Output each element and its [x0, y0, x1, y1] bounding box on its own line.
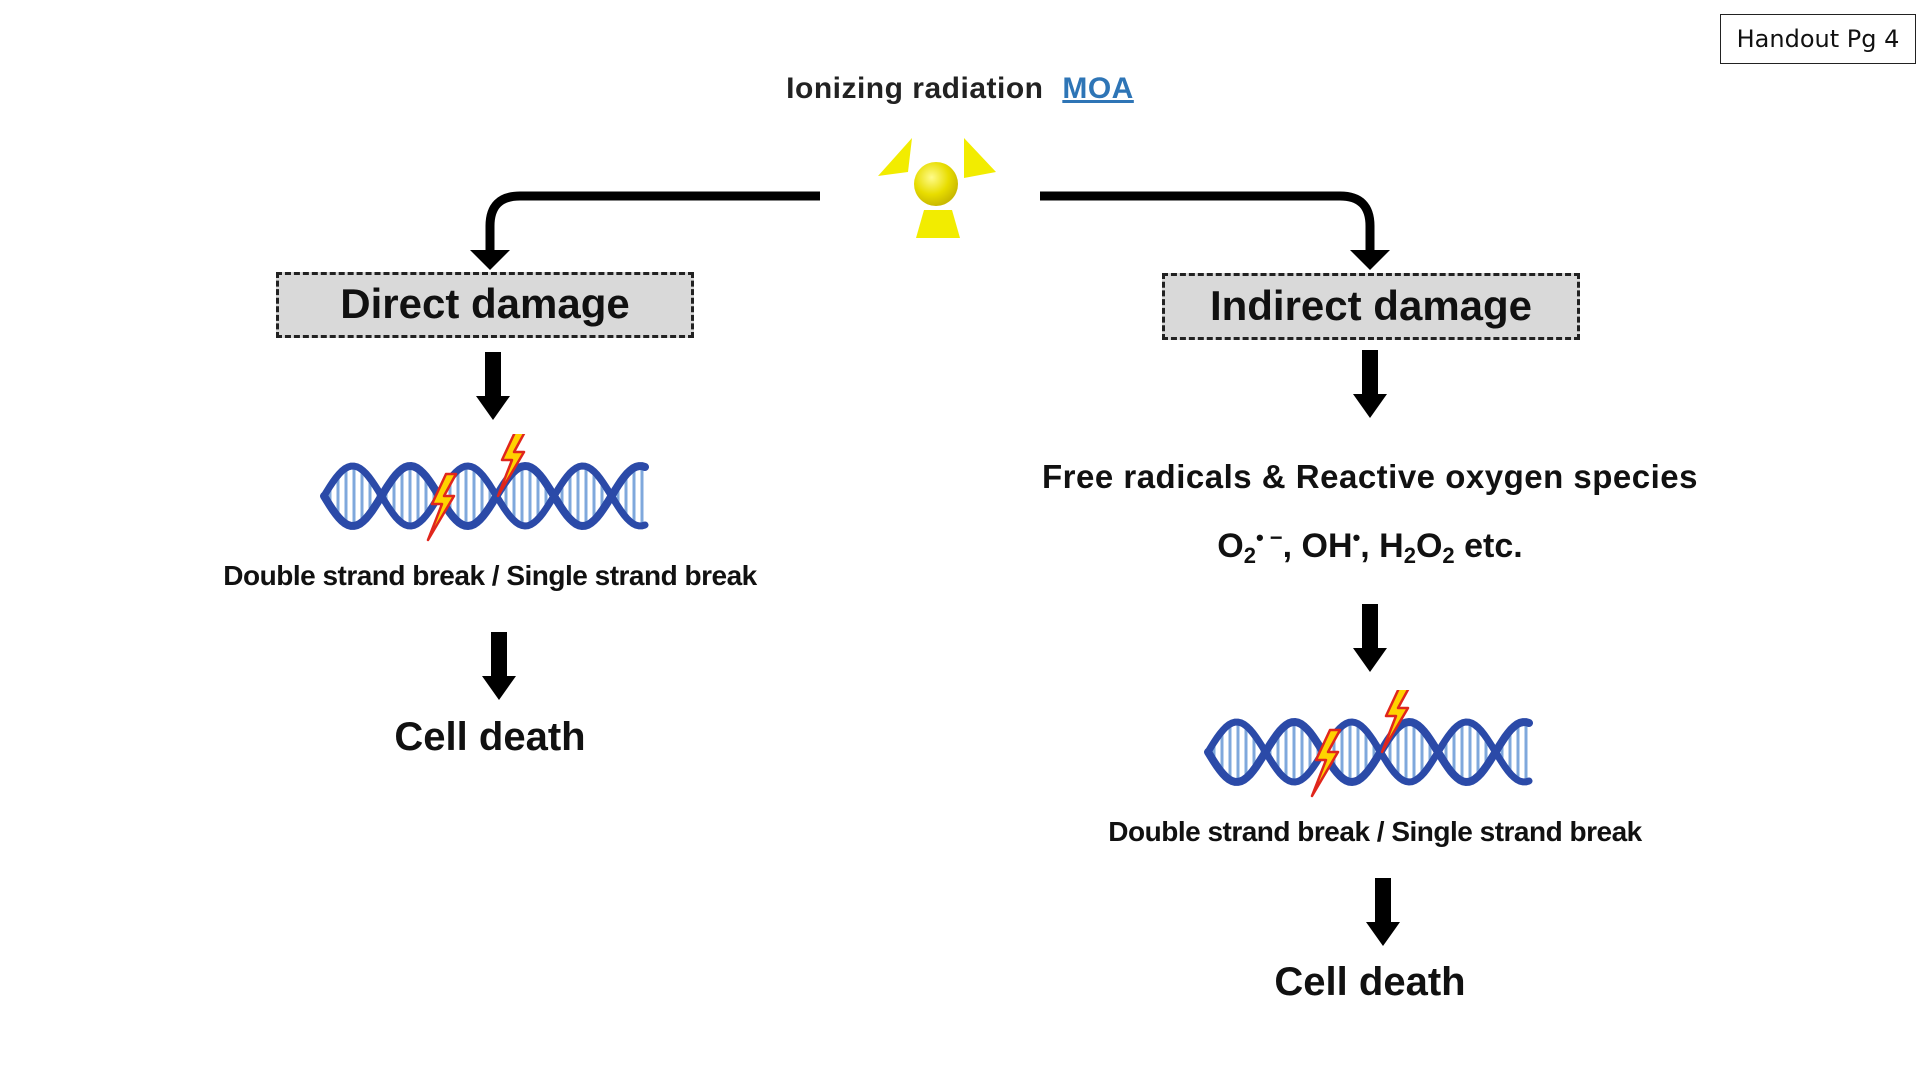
handout-page-label: Handout Pg 4 [1720, 14, 1916, 64]
right-branch-arrowhead [1350, 250, 1390, 270]
cell-death-left: Cell death [394, 715, 586, 759]
lightning-bolt-icon [1380, 690, 1410, 754]
right-branch-line [1040, 191, 1375, 254]
radiation-icon [878, 138, 996, 238]
lightning-bolt-icon [1310, 728, 1342, 798]
down-arrow-right-3 [1366, 878, 1400, 946]
species-o: O [1217, 527, 1244, 565]
dna-strand [320, 462, 649, 530]
species-o2-sub: 2 [1442, 543, 1455, 568]
direct-damage-box: Direct damage [276, 272, 694, 338]
down-arrow-left-1 [476, 352, 510, 420]
indirect-damage-box: Indirect damage [1162, 273, 1580, 340]
down-arrow-right-2 [1353, 604, 1387, 672]
dna-helix-icon-left [320, 434, 649, 542]
dna-strand [1204, 717, 1533, 787]
species-oh-sup: • [1352, 525, 1361, 550]
dna-strand [320, 461, 649, 531]
species-o-sub: 2 [1243, 543, 1256, 568]
lightning-bolt-icon [496, 434, 526, 498]
down-arrow-right-1 [1353, 350, 1387, 418]
species-o2: O [1415, 527, 1443, 565]
reactive-species-formula: O2• −, OH•, H2O2 etc. [1070, 525, 1670, 569]
species-h-sub: 2 [1403, 543, 1416, 568]
radicals-label: Free radicals & Reactive oxygen species [1041, 458, 1698, 495]
left-branch-line [485, 191, 820, 254]
radiation-blade-bottom [916, 210, 960, 238]
title-text: Ionizing radiation [786, 72, 1044, 105]
lightning-bolt-icon [426, 472, 458, 542]
species-o-sup: • − [1255, 525, 1283, 550]
break-label-left: Double strand break / Single strand brea… [223, 560, 757, 591]
radiation-blade-left [878, 138, 912, 176]
break-label-right: Double strand break / Single strand brea… [1108, 816, 1642, 847]
radiation-blade-right [964, 138, 996, 178]
cell-death-right: Cell death [1274, 960, 1466, 1004]
dna-helix-icon-right [1204, 690, 1533, 798]
dna-strand [1204, 718, 1533, 786]
branch-connectors [470, 191, 1390, 270]
species-oh: , OH [1282, 527, 1353, 565]
diagram-title: Ionizing radiation MOA [560, 72, 1360, 106]
down-arrow-left-2 [482, 632, 516, 700]
radiation-core [914, 162, 958, 206]
moa-link[interactable]: MOA [1062, 72, 1134, 105]
left-branch-arrowhead [470, 250, 510, 270]
species-h: , H [1360, 527, 1404, 565]
species-etc: etc. [1454, 527, 1523, 565]
